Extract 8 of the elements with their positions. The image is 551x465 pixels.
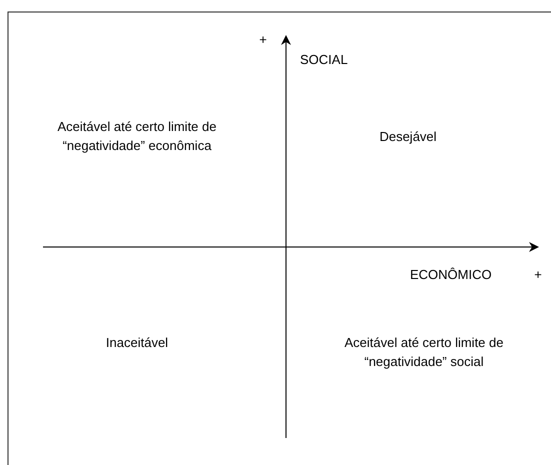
plus-sign: + <box>533 266 543 284</box>
quadrant-label: Aceitável até certo limite de “negatividade” social <box>344 334 504 371</box>
quadrant-label: Aceitável até certo limite de “negatividade” econômica <box>56 118 218 155</box>
quadrant-label: Inaceitável <box>104 334 170 352</box>
plus-sign: + <box>258 31 268 49</box>
axis-label: SOCIAL <box>300 51 349 69</box>
axis-label: ECONÔMICO <box>410 266 493 284</box>
quadrant-label: Desejável <box>378 128 438 146</box>
